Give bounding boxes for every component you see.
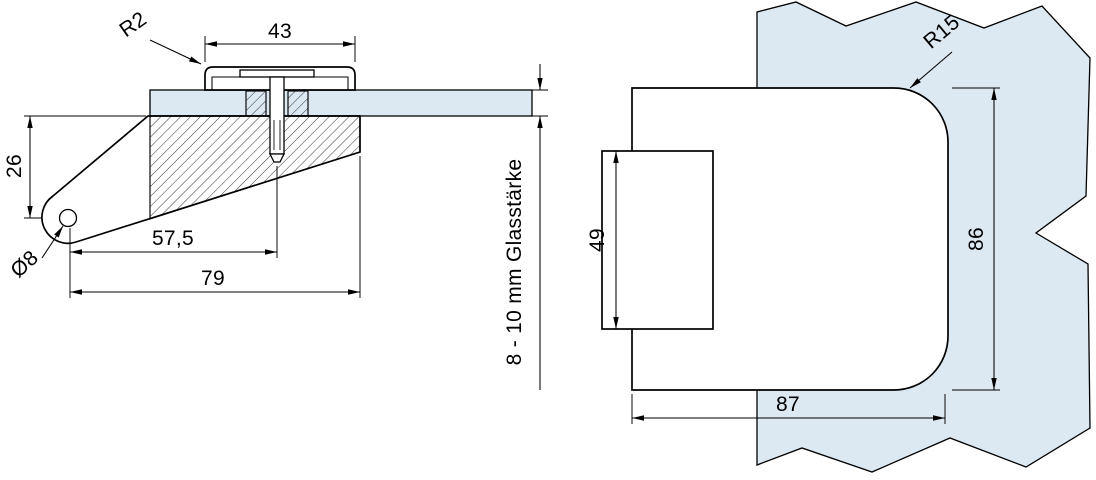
leader-line-r15 bbox=[909, 51, 953, 89]
dim-label-79: 79 bbox=[201, 267, 225, 290]
dim-label-86: 86 bbox=[965, 227, 988, 251]
label-glass-thickness: 8 - 10 mm Glasstärke bbox=[503, 159, 526, 366]
dim-label-87: 87 bbox=[776, 393, 800, 416]
glass-bushing-left bbox=[245, 90, 267, 117]
glass-panel-side bbox=[149, 89, 533, 117]
screw-shaft bbox=[269, 76, 285, 155]
leader-line-dia8 bbox=[41, 225, 64, 259]
leader-line-r2 bbox=[149, 39, 202, 65]
dim-label-57-5: 57,5 bbox=[152, 227, 194, 250]
screw-head bbox=[239, 69, 315, 78]
dim-label-43: 43 bbox=[268, 20, 292, 43]
back-plate-front bbox=[601, 150, 714, 330]
clamp-body-section-hatch bbox=[149, 115, 361, 220]
label-hole-diameter: Ø8 bbox=[6, 246, 43, 282]
glass-bushing-right bbox=[287, 90, 309, 117]
label-radius-r2: R2 bbox=[115, 7, 151, 42]
side-view: 43 R2 26 Ø8 57,5 79 8 - 10 mm Glasstärke bbox=[3, 7, 548, 390]
dim-label-26: 26 bbox=[3, 154, 26, 178]
hinge-pin-hole bbox=[58, 208, 78, 228]
front-view: R15 49 86 87 bbox=[586, 1, 1091, 473]
screw-tip bbox=[268, 153, 286, 163]
dim-label-49: 49 bbox=[586, 228, 609, 252]
